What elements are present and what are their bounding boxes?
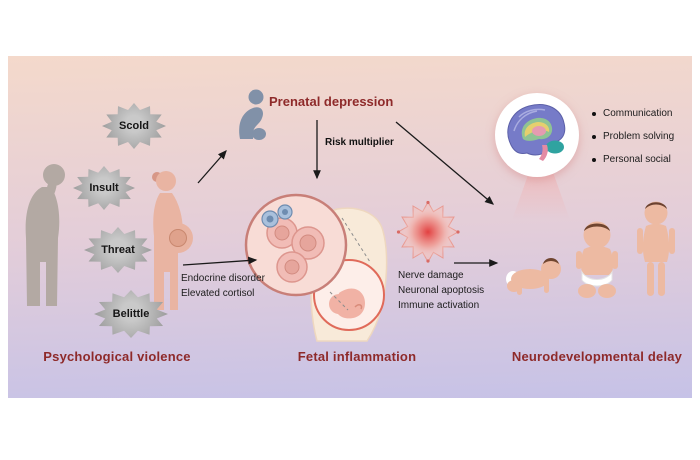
depressed-person-icon bbox=[232, 88, 270, 142]
sitting-baby-icon bbox=[570, 220, 624, 302]
burst-label: Scold bbox=[119, 120, 149, 132]
bullet-label: Problem solving bbox=[603, 131, 675, 142]
damage-line: Nerve damage bbox=[398, 270, 464, 281]
crawling-baby-icon bbox=[500, 252, 564, 298]
pregnant-woman-icon bbox=[140, 168, 196, 316]
bullet-item: Problem solving bbox=[592, 125, 674, 148]
fetal-section-title: Fetal inflammation bbox=[297, 349, 417, 364]
bullet-dot-icon bbox=[592, 111, 596, 116]
magnified-cells-icon bbox=[244, 193, 348, 297]
psych-section-title: Psychological violence bbox=[43, 349, 191, 364]
damage-line: Immune activation bbox=[398, 300, 480, 311]
damage-line: Neuronal apoptosis bbox=[398, 285, 485, 296]
endocrine-line: Endocrine disorder bbox=[181, 273, 265, 284]
damage-text-block: Nerve damage Neuronal apoptosis Immune a… bbox=[398, 268, 484, 313]
bullet-item: Personal social bbox=[592, 148, 674, 171]
burst-label: Belittle bbox=[112, 308, 150, 320]
bullet-item: Communication bbox=[592, 102, 674, 125]
burst-label: Threat bbox=[101, 244, 135, 256]
neuro-bullet-list: Communication Problem solving Personal s… bbox=[592, 102, 674, 171]
prenatal-title: Prenatal depression bbox=[269, 94, 394, 109]
endocrine-line: Elevated cortisol bbox=[181, 288, 255, 299]
bullet-label: Personal social bbox=[603, 154, 671, 165]
endocrine-text-block: Endocrine disorder Elevated cortisol bbox=[181, 271, 265, 301]
burst-label: Insult bbox=[89, 182, 119, 194]
standing-toddler-icon bbox=[632, 200, 680, 300]
risk-multiplier-label: Risk multiplier bbox=[325, 137, 394, 148]
inflamed-cell-icon bbox=[396, 200, 460, 264]
bullet-label: Communication bbox=[603, 108, 673, 119]
bullet-dot-icon bbox=[592, 157, 596, 162]
neuro-section-title: Neurodevelopmental delay bbox=[511, 349, 683, 364]
yelling-person-icon bbox=[14, 160, 80, 310]
brain-icon bbox=[495, 93, 579, 177]
bullet-dot-icon bbox=[592, 134, 596, 139]
